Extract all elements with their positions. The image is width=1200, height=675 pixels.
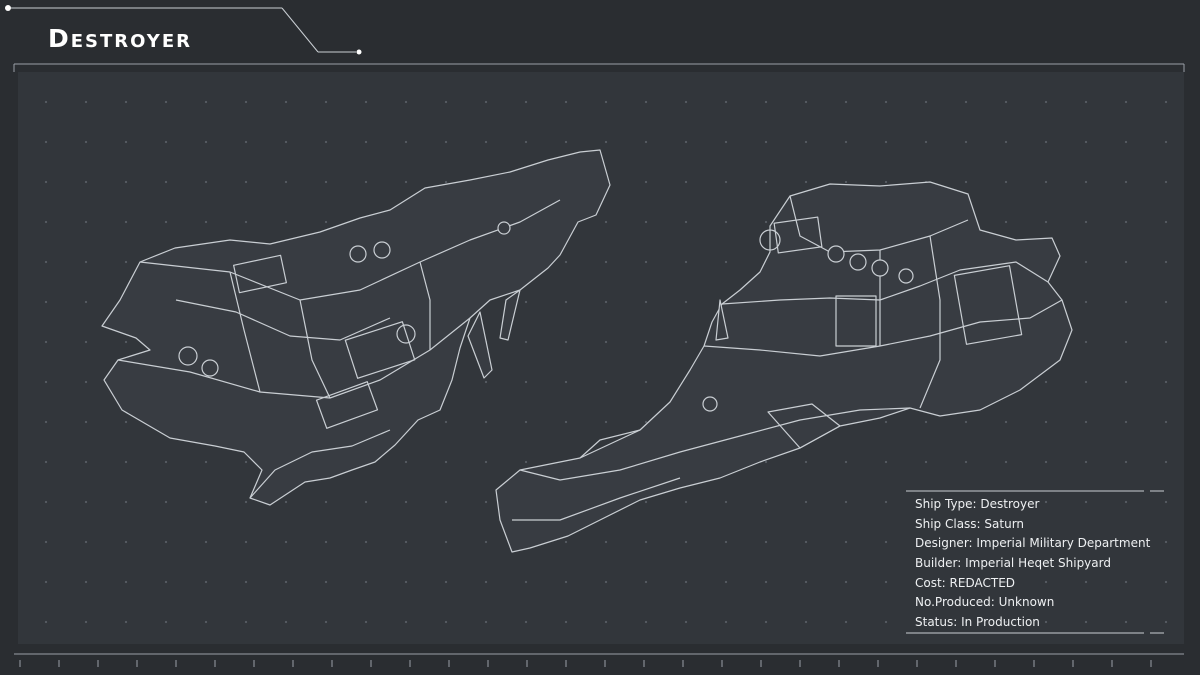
spec-cost: Cost: REDACTED xyxy=(915,576,1016,590)
spec-ship-type: Ship Type: Destroyer xyxy=(915,497,1040,511)
spec-builder: Builder: Imperial Heqet Shipyard xyxy=(915,556,1111,570)
destroyer-blueprint-right-icon xyxy=(495,181,1073,553)
spec-status: Status: In Production xyxy=(915,615,1040,629)
page-title: Destroyer xyxy=(48,24,193,53)
specs-frame xyxy=(906,490,1164,634)
spec-ship-class: Ship Class: Saturn xyxy=(915,517,1025,531)
destroyer-blueprint-left-icon xyxy=(101,149,611,506)
spec-no-produced: No.Produced: Unknown xyxy=(915,595,1055,609)
spec-designer: Designer: Imperial Military Department xyxy=(915,536,1151,550)
ship-specs-panel: Ship Type: Destroyer Ship Class: Saturn … xyxy=(906,486,1166,636)
